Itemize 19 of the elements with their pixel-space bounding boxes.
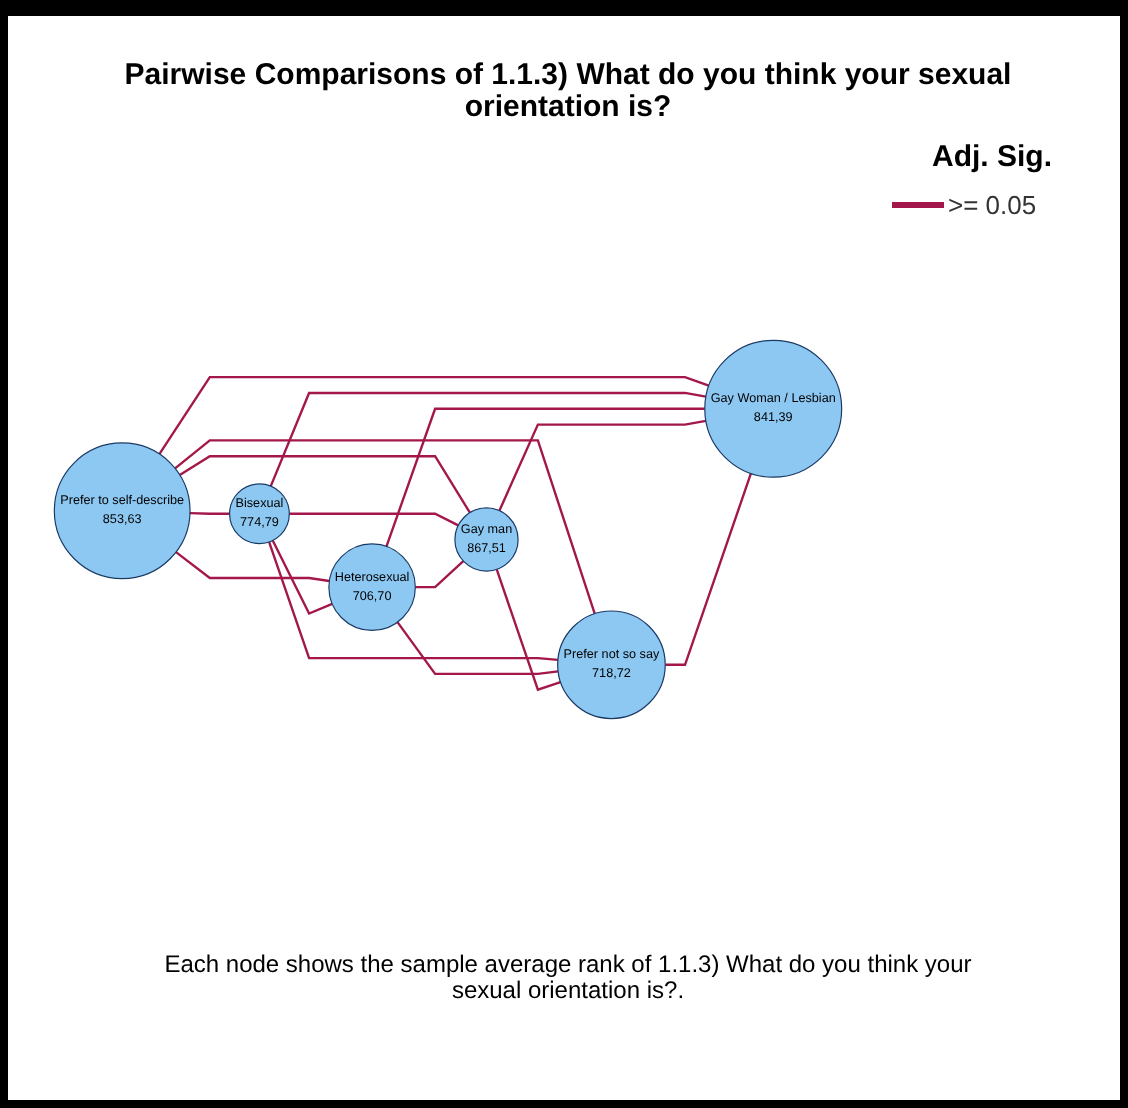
connector (289, 513, 459, 527)
connector (158, 376, 710, 456)
connector (495, 569, 561, 692)
chart-title: Pairwise Comparisons of 1.1.3) What do you think your sexual orientation is? (122, 60, 1014, 124)
connector (498, 420, 707, 512)
legend-label: >= 0.05 (948, 190, 1037, 220)
caption: Each node shows the sample average rank of 1.1.3) What do you think your sexual orientation is?. (162, 952, 974, 1004)
connector (385, 408, 705, 548)
connector (175, 551, 330, 583)
connector (174, 439, 596, 615)
connector (415, 560, 465, 589)
connector (189, 512, 230, 516)
legend-title: Adj. Sig. (930, 140, 1054, 174)
connector (396, 622, 559, 676)
connector (179, 455, 471, 514)
connector (268, 542, 558, 662)
connector (665, 473, 753, 667)
connector (271, 540, 333, 616)
connector (269, 392, 707, 488)
